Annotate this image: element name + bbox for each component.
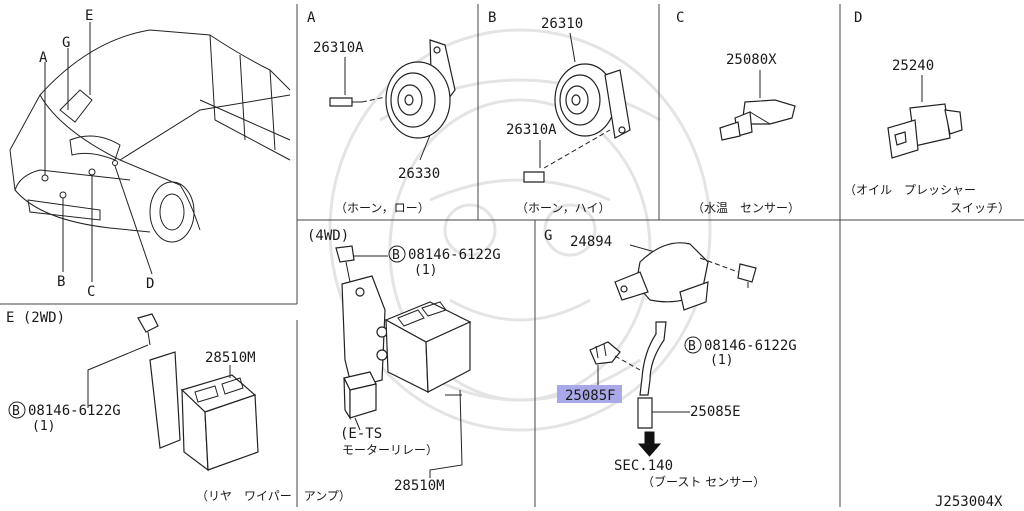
car-callout-d: D (146, 276, 154, 292)
part-25085e: 25085E (690, 404, 741, 420)
panel-e-caption: （リヤ ワイパー アンプ） (196, 489, 351, 503)
panel-g-bolt-callout: B 08146-6122G (1) (684, 336, 797, 368)
bolt-b-icon: B (12, 404, 20, 419)
panel-d-letter: D (854, 10, 862, 26)
part-26330: 26330 (398, 166, 440, 182)
horn-low (329, 39, 456, 161)
bolt-b-icon: B (688, 339, 696, 354)
relay-label-line2: モーターリレー） (342, 443, 438, 457)
part-26310: 26310 (541, 16, 583, 32)
car-callout-a: A (39, 50, 48, 66)
panel-c-caption: （水温 センサー） (692, 201, 800, 215)
car-callout-e: E (85, 8, 93, 24)
sec-140-ref: SEC.140 (614, 458, 673, 474)
part-26310a-a: 26310A (313, 40, 364, 56)
panel-d-caption-line2: スイッチ） (950, 201, 1010, 215)
horn-high (523, 32, 631, 183)
part-25085f-highlight (557, 385, 622, 403)
part-25085f: 25085F (565, 388, 616, 404)
rear-wiper-amp (87, 313, 259, 472)
watermark-emblem (328, 28, 712, 432)
part-28510m-e: 28510M (205, 350, 256, 366)
part-24894: 24894 (570, 234, 612, 250)
panel-g-letter: G (544, 228, 552, 244)
panel-d-caption-line1: （オイル プレッシャー (844, 183, 976, 197)
bolt-qty-e: (1) (32, 419, 55, 434)
oil-pressure-switch (887, 75, 963, 159)
car-callout-g: G (62, 35, 70, 51)
panel-b-letter: B (488, 10, 496, 26)
panel-c-letter: C (676, 10, 684, 26)
diagram-id: J253004X (935, 494, 1003, 510)
panel-4wd-label: (4WD) (307, 228, 349, 244)
car-callout-b: B (57, 274, 65, 290)
panel-a-letter: A (307, 10, 316, 26)
relay-label-line1: (E-TS (340, 426, 382, 442)
panel-4wd-bolt-callout: B 08146-6122G (1) (388, 245, 501, 278)
car-overview (9, 22, 291, 282)
panel-e-label: E (2WD) (6, 310, 65, 326)
bolt-qty-g: (1) (710, 353, 733, 368)
part-26310a-b: 26310A (506, 122, 557, 138)
bolt-number-e: 08146-6122G (28, 403, 121, 419)
panel-a-caption: （ホーン，ロー） (335, 201, 430, 215)
panel-e-bolt-callout: B 08146-6122G (1) (8, 401, 121, 434)
boost-sensor (589, 242, 757, 457)
panel-b-caption: （ホーン，ハイ） (516, 201, 611, 215)
panel-g-caption: （ブースト センサー） (642, 474, 765, 489)
bolt-number-g: 08146-6122G (704, 338, 797, 354)
part-25240: 25240 (892, 58, 934, 74)
part-28510m-4wd: 28510M (394, 478, 445, 494)
part-25080x: 25080X (726, 52, 777, 68)
car-callout-c: C (87, 284, 95, 300)
bolt-qty-4wd: (1) (414, 263, 437, 278)
ets-motor-relay (335, 245, 472, 478)
bolt-number-4wd: 08146-6122G (408, 247, 501, 263)
water-temp-sensor (719, 70, 796, 141)
panel-grid (0, 4, 1024, 507)
bolt-b-icon: B (392, 248, 400, 263)
